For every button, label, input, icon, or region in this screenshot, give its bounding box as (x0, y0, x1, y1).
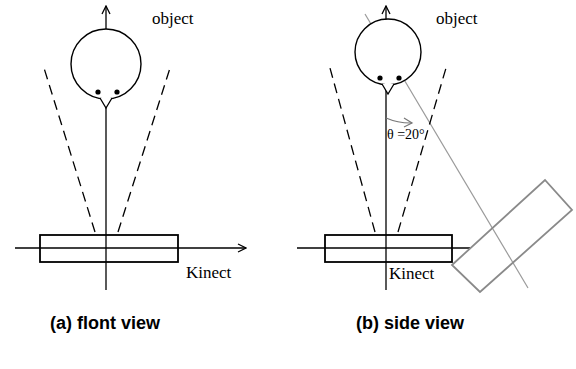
device-label: Kinect (389, 265, 434, 284)
device-label: Kinect (186, 264, 231, 283)
object-label: object (152, 10, 194, 29)
angle-label: θ =20° (387, 127, 425, 142)
panel-caption: (a) flont view (50, 314, 160, 334)
panel-caption: (b) side view (356, 314, 464, 334)
object-label: object (436, 10, 478, 29)
